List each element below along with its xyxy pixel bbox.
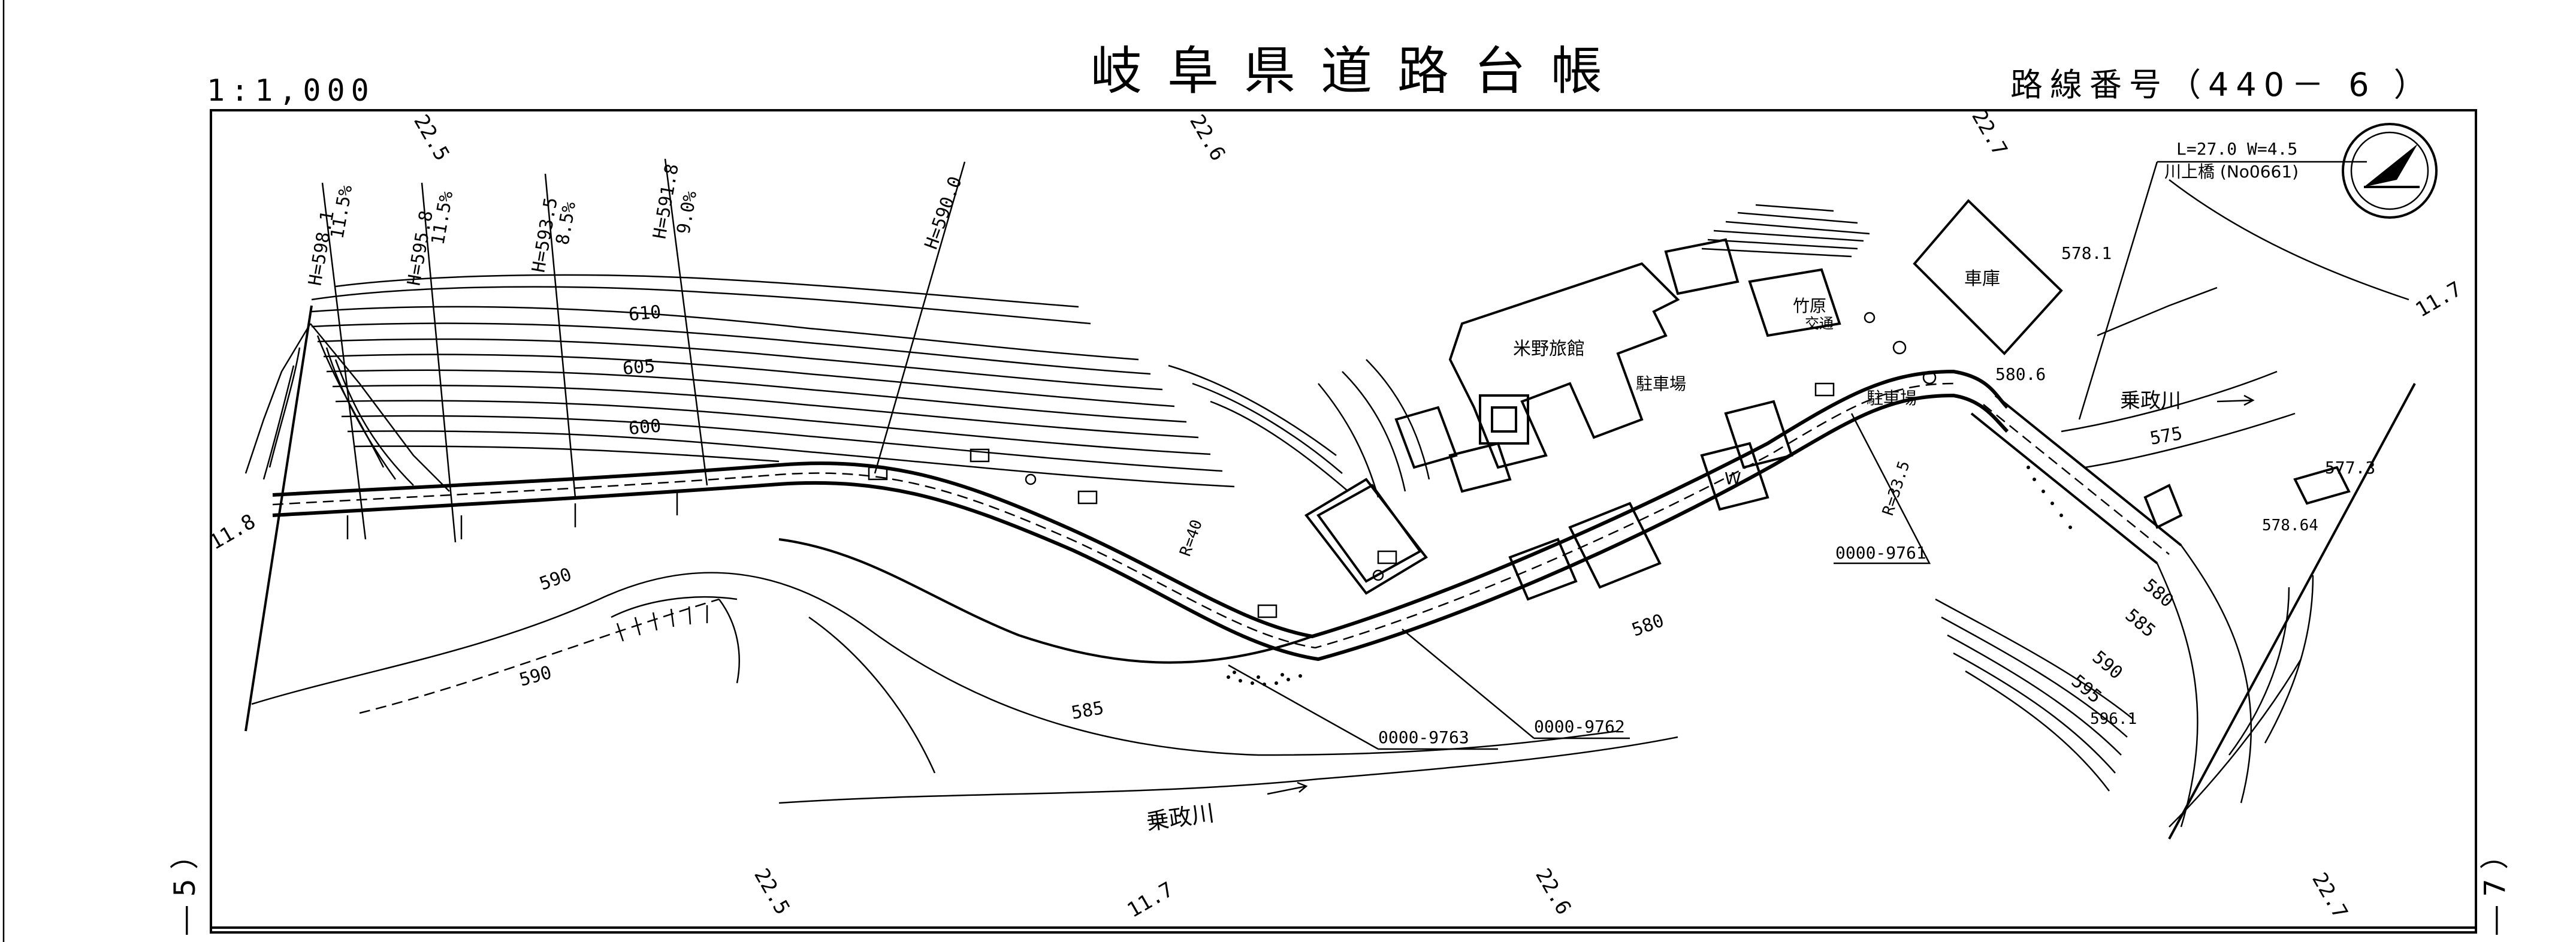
contour-590c: 590 bbox=[2088, 647, 2127, 684]
grid-label-bottom-4: 22.7 bbox=[2307, 869, 2352, 923]
river-banks bbox=[251, 572, 1678, 804]
river-label-bottom: 乗政川 bbox=[1144, 799, 1216, 835]
bridge bbox=[1970, 394, 2182, 564]
scale-label: 1:1,000 bbox=[207, 73, 375, 108]
contour-600: 600 bbox=[628, 415, 662, 439]
road-alignment bbox=[272, 369, 2009, 664]
section-1-g: 11.5% bbox=[327, 183, 357, 240]
parking2-label: 駐車場 bbox=[1867, 388, 1917, 408]
building-w bbox=[1700, 442, 1769, 511]
id-leader-9762 bbox=[1402, 629, 1630, 739]
building-lower-right bbox=[1508, 466, 2351, 601]
koutsu-label: 交通 bbox=[1805, 315, 1834, 332]
slope-hatching-left bbox=[244, 323, 450, 492]
section-2-g: 11.5% bbox=[427, 189, 457, 246]
building-ryokan bbox=[1448, 262, 1680, 469]
id-leader-9761 bbox=[1834, 413, 1931, 564]
curve-label-1: R=33.5 bbox=[1879, 459, 1914, 518]
river-arrow-bottom bbox=[1267, 781, 1308, 795]
building-block-left bbox=[1304, 478, 1428, 595]
contour-590a: 590 bbox=[537, 564, 575, 594]
contour-610: 610 bbox=[628, 301, 662, 325]
left-sheet-ref: ― 5 ） bbox=[168, 841, 202, 935]
grid-label-top-1: 22.5 bbox=[409, 111, 454, 165]
grid-label-top-3: 22.7 bbox=[1967, 106, 2012, 161]
bridge-name: 川上橋 (No0661) bbox=[2164, 162, 2299, 182]
parking1-label: 駐車場 bbox=[1636, 374, 1686, 394]
river-label-right: 乗政川 bbox=[2120, 389, 2181, 413]
north-arrow-icon bbox=[2342, 123, 2438, 219]
id-9762: 0000-9762 bbox=[1534, 717, 1625, 736]
map-frame bbox=[210, 109, 2477, 934]
curve-label-2: R=40 bbox=[1176, 517, 1206, 558]
elev-578-64: 578.64 bbox=[2262, 517, 2318, 535]
contour-580b: 580 bbox=[2139, 575, 2178, 612]
river-arrow-right bbox=[2216, 394, 2255, 406]
retaining-wall bbox=[611, 596, 738, 642]
road-symbols bbox=[346, 312, 1937, 618]
contour-575: 575 bbox=[2148, 423, 2184, 449]
grid-label-right: 11.7 bbox=[2412, 277, 2466, 322]
grid-label-bottom-2: 11.7 bbox=[1124, 877, 1178, 923]
garage-label: 車庫 bbox=[1964, 268, 2000, 289]
id-leader-9763 bbox=[1228, 664, 1498, 750]
bridge-leader bbox=[2078, 161, 2367, 420]
contour-585b: 585 bbox=[2121, 605, 2160, 642]
right-sheet-ref: ― 7 ） bbox=[2478, 841, 2512, 935]
w-label: W bbox=[1725, 469, 1741, 488]
grid-label-top-2: 22.6 bbox=[1185, 111, 1230, 165]
id-9763: 0000-9763 bbox=[1378, 727, 1469, 747]
contour-590b: 590 bbox=[517, 662, 554, 691]
slope-hatching-top bbox=[1701, 204, 1870, 258]
grid-label-left: 11.8 bbox=[206, 509, 260, 555]
right-river-banks bbox=[2061, 179, 2409, 828]
elev-577-3: 577.3 bbox=[2325, 458, 2375, 478]
contour-580: 580 bbox=[1629, 610, 1667, 641]
right-sheet-boundary bbox=[2168, 383, 2416, 840]
route-number-label: 路線番号（440－ 6 ） bbox=[2010, 66, 2433, 104]
building-garage bbox=[1913, 199, 2063, 355]
left-sheet-boundary bbox=[244, 305, 313, 732]
section-lines bbox=[321, 158, 966, 543]
bridge-dims: L=27.0 W=4.5 bbox=[2176, 139, 2297, 159]
contour-605: 605 bbox=[622, 355, 656, 379]
building-takehara bbox=[1664, 238, 1841, 469]
section-5-h: H=590.0 bbox=[921, 174, 967, 252]
contour-lines-upper bbox=[311, 274, 1430, 498]
id-9761: 0000-9761 bbox=[1835, 543, 1926, 563]
elev-578-1: 578.1 bbox=[2061, 243, 2112, 263]
grid-label-bottom-3: 22.6 bbox=[1530, 865, 1576, 919]
takehara-label: 竹原 bbox=[1793, 296, 1826, 316]
map-title: 岐阜県道路台帳 bbox=[1091, 41, 1627, 101]
ryokan-label: 米野旅館 bbox=[1513, 339, 1585, 360]
building-small bbox=[1394, 406, 1512, 493]
grid-label-bottom-1: 22.5 bbox=[749, 865, 795, 919]
right-contours bbox=[1935, 575, 2314, 828]
elev-580-6: 580.6 bbox=[1995, 364, 2046, 384]
elev-596-1: 596.1 bbox=[2090, 710, 2137, 728]
contour-585: 585 bbox=[1070, 698, 1105, 724]
